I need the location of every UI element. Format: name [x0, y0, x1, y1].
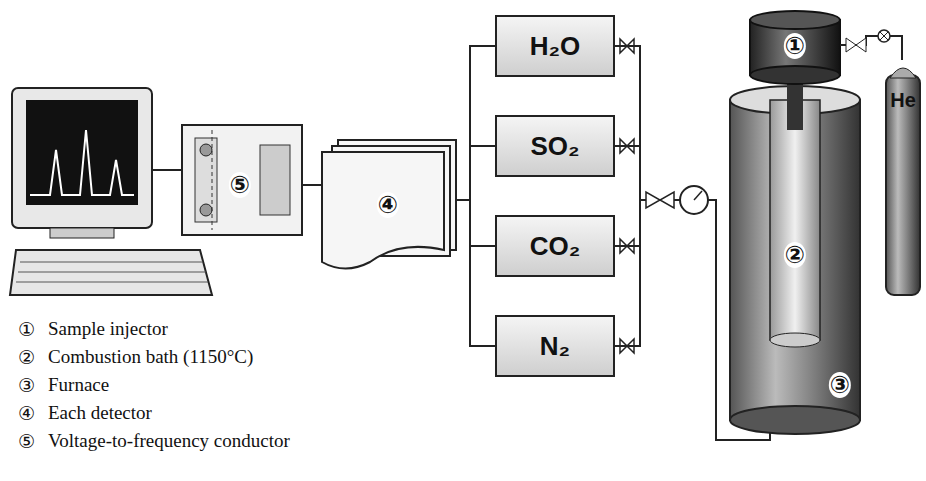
legend-text: Sample injector — [48, 318, 168, 340]
gas-line — [470, 246, 495, 346]
gas-line — [615, 46, 640, 146]
legend-number: ② — [18, 346, 35, 368]
gas-label: He — [890, 89, 916, 112]
gas-line — [470, 146, 495, 246]
gas-line — [615, 146, 640, 246]
callout-number: ④ — [377, 192, 399, 218]
detector-box: CO₂ — [495, 215, 615, 277]
legend-text: Furnace — [48, 374, 109, 396]
furnace — [730, 86, 860, 434]
callout-number: ③ — [829, 372, 851, 398]
legend-text: Each detector — [48, 402, 152, 424]
gas-line — [470, 46, 495, 146]
legend-text: Combustion bath (1150°C) — [48, 346, 253, 368]
detector-box: H₂O — [495, 15, 615, 77]
legend-text: Voltage-to-frequency conductor — [48, 430, 290, 452]
sample-injector — [750, 11, 840, 130]
legend-number: ⑤ — [18, 430, 35, 452]
he-cylinder — [886, 68, 920, 295]
gas-name: SO₂ — [530, 131, 579, 162]
legend-number: ③ — [18, 374, 35, 396]
callout-number: ⑤ — [229, 172, 251, 198]
converter-device — [182, 125, 302, 235]
detector-stack — [322, 140, 456, 269]
callout-number: ① — [784, 33, 806, 59]
gas-name: CO₂ — [530, 231, 581, 262]
gas-line — [615, 246, 640, 346]
callout-number: ② — [784, 242, 806, 268]
legend-number: ④ — [18, 402, 35, 424]
gas-name: N₂ — [540, 331, 570, 362]
gas-name: H₂O — [530, 31, 581, 62]
detector-box: N₂ — [495, 315, 615, 377]
detector-box: SO₂ — [495, 115, 615, 177]
legend-number: ① — [18, 318, 35, 340]
